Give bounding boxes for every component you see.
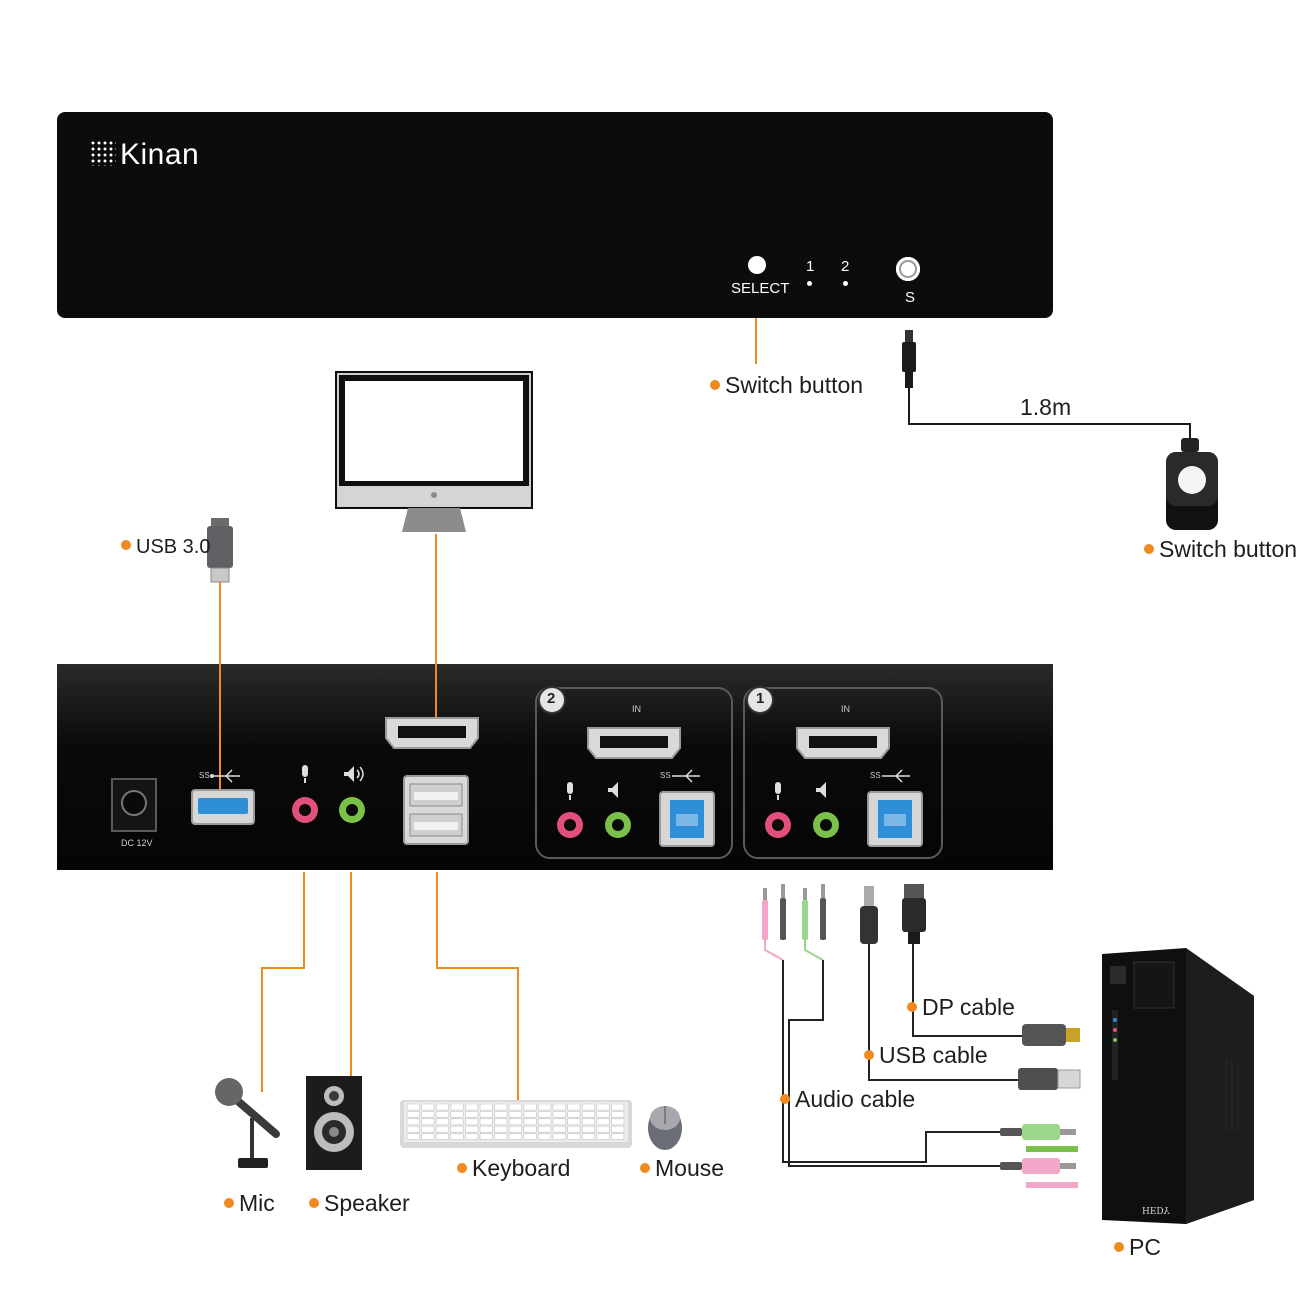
port-2-led xyxy=(843,281,848,286)
dc-label: DC 12V xyxy=(121,838,153,848)
speaker-icon xyxy=(306,1076,362,1170)
mouse-label: Mouse xyxy=(640,1155,724,1182)
port-group-1 xyxy=(743,687,943,859)
port-1-led xyxy=(807,281,812,286)
pc-brand-label: HEDY xyxy=(1142,1204,1170,1214)
usb3-ss-label: SS xyxy=(199,771,210,780)
connection-lines xyxy=(219,318,757,1100)
cable-length-label: 1.8m xyxy=(1020,394,1072,420)
keyboard-line xyxy=(436,872,519,1100)
usb-cable-label: USB cable xyxy=(864,1042,988,1069)
port-1-label: 1 xyxy=(806,258,815,275)
bullet-icon xyxy=(1144,544,1154,554)
bullet-icon xyxy=(309,1198,319,1208)
select-label: SELECT xyxy=(731,280,790,297)
port-2-badge: 2 xyxy=(547,690,556,707)
mouse-icon xyxy=(648,1106,682,1150)
audio-cable-label: Audio cable xyxy=(780,1086,915,1113)
back-panel-ports xyxy=(111,686,943,859)
port-group-2 xyxy=(535,687,733,859)
port-1-badge: 1 xyxy=(756,690,765,707)
bullet-icon xyxy=(121,540,131,550)
pc-tower-icon xyxy=(1102,948,1254,1224)
keyboard-label: Keyboard xyxy=(457,1155,570,1182)
switch-button-remote-label: Switch button xyxy=(1144,536,1297,563)
bullet-icon xyxy=(907,1002,917,1012)
bullet-icon xyxy=(224,1198,234,1208)
pc-label: PC xyxy=(1114,1234,1161,1261)
bullet-icon xyxy=(780,1094,790,1104)
bullet-icon xyxy=(710,380,720,390)
microphone-icon xyxy=(215,1078,280,1168)
bullet-icon xyxy=(457,1163,467,1173)
switch-button-front-label: Switch button xyxy=(710,372,863,399)
remote-switch-jack xyxy=(896,257,920,281)
brand-mark-icon xyxy=(90,140,116,166)
remote-switch-button[interactable] xyxy=(1178,466,1206,494)
brand-logo: Kinan xyxy=(90,138,199,172)
usb3-label: USB 3.0 xyxy=(121,536,210,559)
usb3-plug-icon xyxy=(207,518,233,583)
port-2-in-label: IN xyxy=(632,704,641,714)
port-2-label: 2 xyxy=(841,258,850,275)
keyboard-icon xyxy=(400,1100,632,1148)
port-1-ss-label: SS xyxy=(870,771,881,780)
monitor-icon xyxy=(335,371,533,532)
speaker-label: Speaker xyxy=(309,1190,410,1217)
select-button[interactable] xyxy=(748,256,766,274)
mic-label: Mic xyxy=(224,1190,275,1217)
brand-name: Kinan xyxy=(120,138,200,171)
bullet-icon xyxy=(864,1050,874,1060)
dp-cable-label: DP cable xyxy=(907,994,1015,1021)
port-2-ss-label: SS xyxy=(660,771,671,780)
remote-switch-cable xyxy=(902,330,1218,530)
kvm-front-panel xyxy=(57,112,1053,318)
pc-cables xyxy=(762,884,1081,1188)
dc-power-jack[interactable] xyxy=(121,790,147,816)
bullet-icon xyxy=(640,1163,650,1173)
mic-line xyxy=(261,872,305,1092)
s-label: S xyxy=(905,289,916,306)
port-1-in-label: IN xyxy=(841,704,850,714)
bullet-icon xyxy=(1114,1242,1124,1252)
